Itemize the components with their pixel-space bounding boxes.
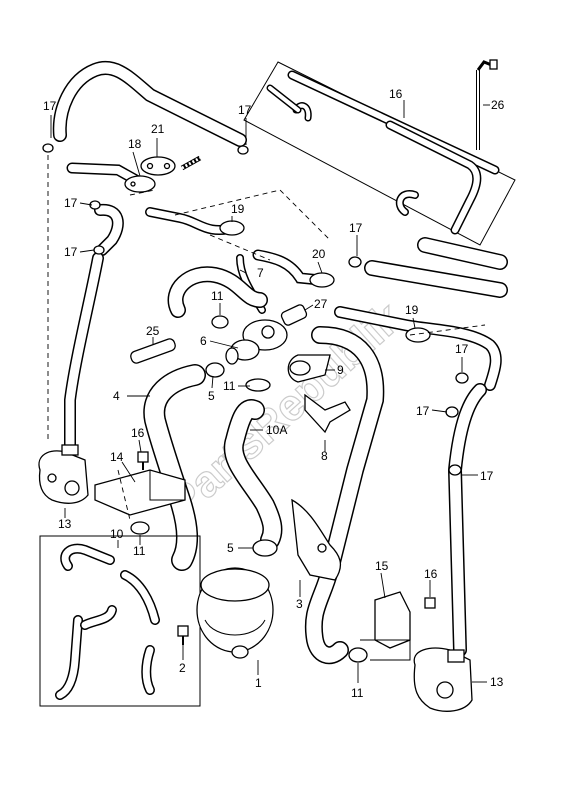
hoses [52, 60, 508, 665]
hose-middle-long [304, 326, 385, 665]
label-17-h: 17 [480, 469, 494, 483]
label-19-b: 19 [405, 303, 419, 317]
flange-19-upper [219, 220, 245, 236]
clip-11-upper [211, 315, 229, 329]
clip-11-lower [348, 647, 368, 663]
flange-18 [124, 175, 156, 193]
label-19-a: 19 [231, 202, 245, 216]
gasket-21 [140, 156, 176, 176]
label-16-left: 16 [131, 426, 145, 440]
label-13-right: 13 [490, 675, 504, 689]
hose-4 [143, 364, 206, 571]
flange-19-right [405, 327, 431, 343]
label-10A: 10A [266, 423, 287, 437]
clamp-11-middle [245, 378, 271, 392]
label-27: 27 [314, 297, 328, 311]
clip-11-left [130, 521, 150, 535]
hose-upper-curve [167, 266, 268, 318]
label-13-left: 13 [58, 517, 72, 531]
hose-19-right [334, 306, 502, 391]
label-21: 21 [151, 122, 165, 136]
label-9: 9 [337, 363, 344, 377]
inset-box-16 [243, 61, 516, 246]
label-5-a: 5 [208, 389, 215, 403]
label-8: 8 [321, 449, 328, 463]
bracket-8 [304, 393, 351, 434]
hose-left-long [64, 252, 104, 456]
label-11-c: 11 [133, 544, 146, 558]
clamp-5-lower [252, 539, 278, 557]
bracket-3 [291, 498, 342, 581]
reed-valve-13-right [413, 647, 473, 712]
inset-box-10 [39, 535, 201, 707]
label-17-c: 17 [238, 103, 252, 117]
label-20: 20 [312, 247, 326, 261]
label-18: 18 [128, 137, 142, 151]
rod-26 [476, 59, 498, 150]
bracket-9 [287, 354, 331, 383]
label-2: 2 [179, 661, 186, 675]
clip-17-set [42, 143, 469, 476]
label-6: 6 [200, 334, 207, 348]
label-11-d: 11 [351, 686, 364, 700]
label-17-f: 17 [455, 342, 469, 356]
label-14: 14 [110, 450, 124, 464]
label-26: 26 [491, 98, 505, 112]
label-17-b: 17 [64, 196, 78, 210]
label-4: 4 [113, 389, 120, 403]
part-labels: 17 21 18 17 16 26 17 19 17 17 20 7 11 27… [43, 87, 505, 700]
label-11-a: 11 [211, 289, 224, 303]
bolt-16-left [137, 451, 149, 470]
label-17-e: 17 [349, 221, 363, 235]
label-10: 10 [110, 527, 124, 541]
bolt-16-right [424, 597, 436, 609]
hose-right-short [364, 237, 508, 298]
reed-valve-13-left [38, 444, 89, 504]
label-7: 7 [257, 266, 264, 280]
label-25: 25 [146, 324, 160, 338]
bolt-16-upper [180, 155, 202, 171]
sleeve-25 [130, 338, 176, 364]
hose-left-small [94, 203, 124, 256]
bolt-2 [177, 625, 189, 645]
valve-6 [225, 319, 288, 365]
hose-top-left [52, 60, 247, 147]
label-3: 3 [296, 597, 303, 611]
label-17-g: 17 [416, 404, 430, 418]
bracket-14 [94, 469, 186, 516]
label-11-b: 11 [223, 379, 236, 393]
fitting-27 [280, 304, 308, 326]
hose-right-long [447, 383, 487, 657]
clamp-5-upper [205, 362, 225, 378]
label-16-top: 16 [389, 87, 403, 101]
leader-lines [47, 100, 490, 683]
hose-20 [252, 249, 326, 286]
canister-1 [196, 567, 274, 659]
bracket-15 [360, 591, 411, 661]
label-15: 15 [375, 559, 389, 573]
flange-20 [309, 272, 335, 288]
label-1: 1 [255, 676, 262, 690]
label-5-b: 5 [227, 541, 234, 555]
label-17-d: 17 [64, 245, 78, 259]
label-16-right: 16 [424, 567, 438, 581]
label-17-a: 17 [43, 99, 57, 113]
hose-10A [223, 399, 283, 550]
